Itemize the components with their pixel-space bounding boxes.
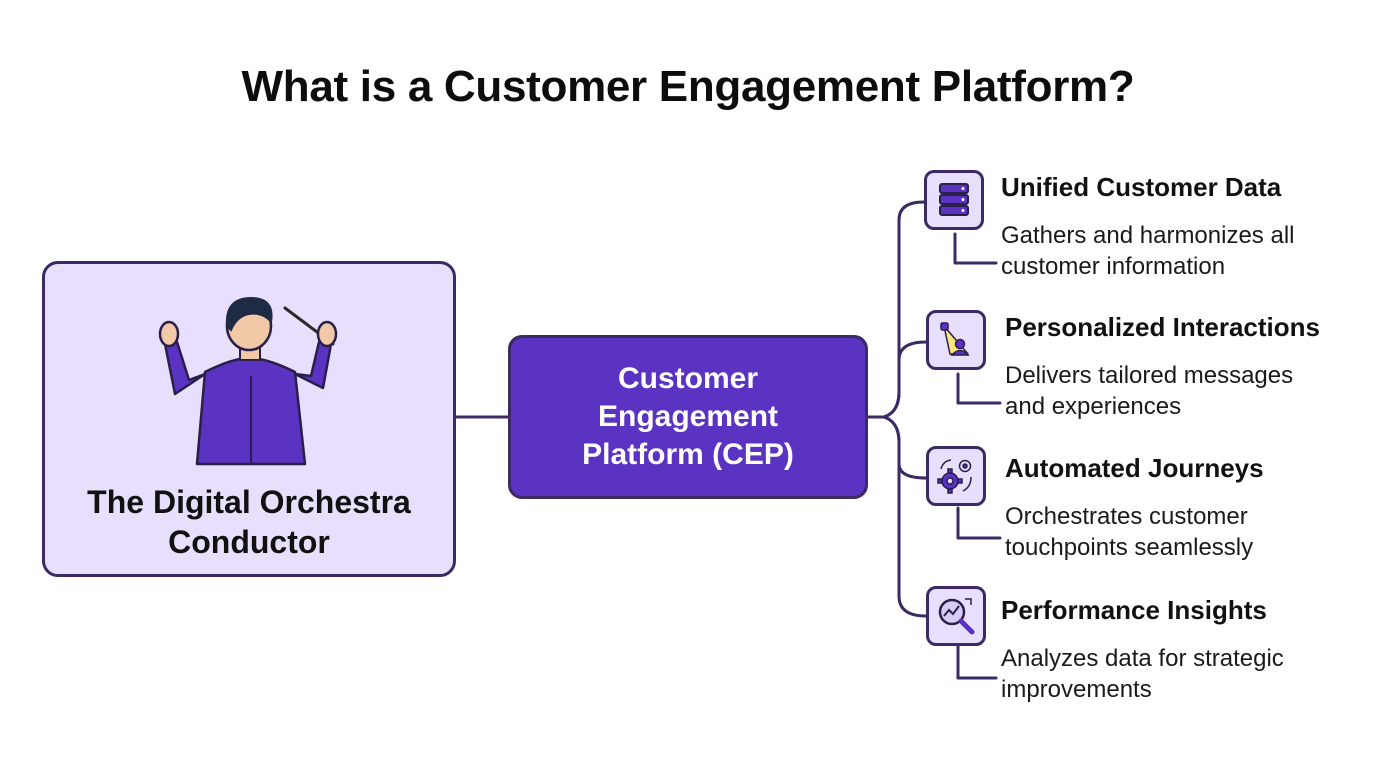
conductor-box: The Digital Orchestra Conductor: [42, 261, 456, 577]
gears-automation-icon: [926, 446, 986, 506]
conductor-label: The Digital Orchestra Conductor: [87, 484, 411, 560]
feature-description: Orchestrates customer touchpoints seamle…: [1005, 503, 1254, 561]
feature-description: Analyzes data for strategic improvements: [1001, 645, 1284, 703]
orchestra-conductor-illustration: [158, 296, 338, 466]
cep-box: Customer Engagement Platform (CEP): [508, 335, 868, 499]
feature-title: Performance Insights: [1001, 595, 1267, 625]
feature-title: Unified Customer Data: [1001, 172, 1282, 202]
magnifier-chart-icon: [926, 586, 986, 646]
cep-label: Customer Engagement Platform (CEP): [582, 362, 794, 471]
feature-title: Personalized Interactions: [1005, 312, 1320, 342]
page-title: What is a Customer Engagement Platform?: [241, 62, 1135, 111]
spotlight-person-icon: [926, 310, 986, 370]
database-stack-icon: [924, 170, 984, 230]
feature-description: Delivers tailored messages and experienc…: [1005, 362, 1294, 420]
feature-title: Automated Journeys: [1005, 453, 1264, 483]
feature-description: Gathers and harmonizes all customer info…: [1001, 222, 1295, 280]
